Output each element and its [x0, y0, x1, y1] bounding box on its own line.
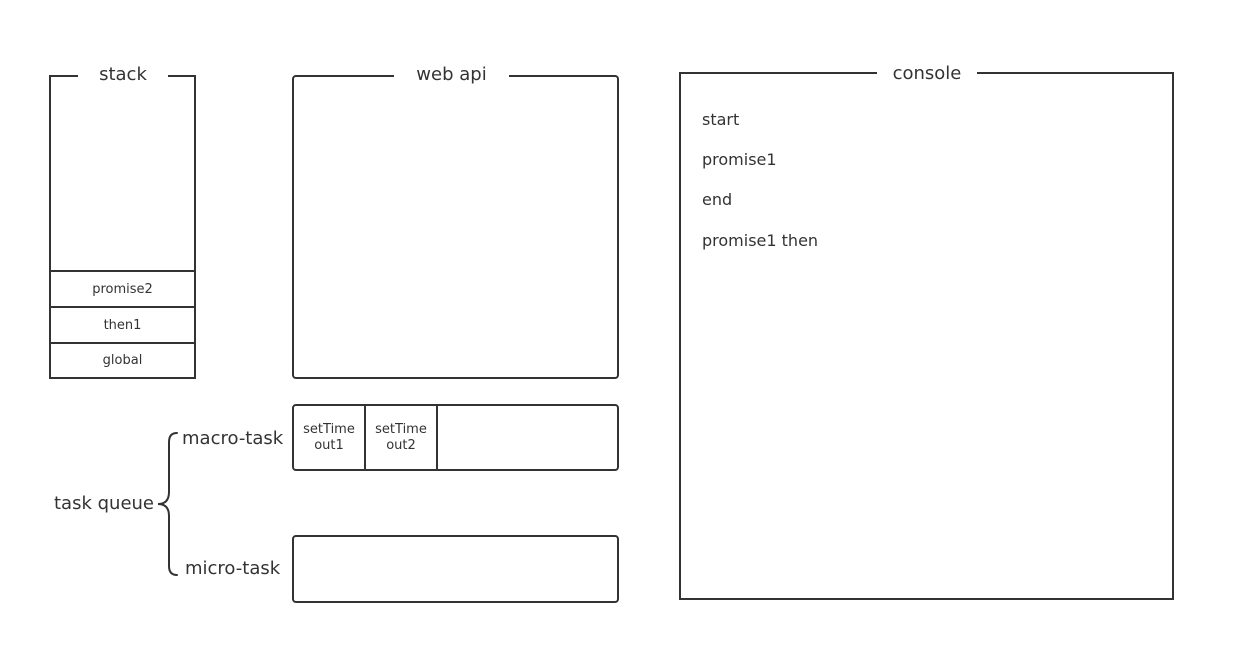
- stack-frame-label: then1: [103, 317, 142, 333]
- task-queue-label: task queue: [54, 493, 155, 514]
- stack-title: stack: [78, 64, 168, 86]
- webapi-box: [292, 75, 619, 379]
- console-line: promise1 then: [702, 231, 819, 250]
- macro-task-item: setTime out2: [366, 406, 438, 469]
- macro-task-queue: setTime out1 setTime out2: [292, 404, 619, 471]
- stack-frame-label: global: [102, 353, 143, 368]
- console-box: start promise1 end promise1 then: [679, 72, 1174, 600]
- stack-frame-label: promise2: [92, 281, 153, 297]
- console-line: promise1: [702, 150, 777, 169]
- console-line: start: [702, 110, 740, 129]
- macro-task-item-label: setTime out2: [375, 421, 427, 453]
- brace-icon: [157, 432, 178, 576]
- macro-task-item: setTime out1: [294, 406, 366, 469]
- micro-task-label: micro-task: [185, 558, 281, 579]
- stack-frame: promise2: [51, 270, 194, 306]
- console-title: console: [877, 63, 977, 85]
- micro-task-queue: [292, 535, 619, 603]
- stack-box: promise2 then1 global: [49, 75, 196, 379]
- stack-frame: then1: [51, 306, 194, 342]
- macro-task-item-label: setTime out1: [303, 421, 355, 453]
- console-line: end: [702, 190, 733, 209]
- webapi-title: web api: [394, 64, 509, 86]
- macro-task-label: macro-task: [182, 428, 284, 449]
- stack-frame: global: [51, 342, 194, 377]
